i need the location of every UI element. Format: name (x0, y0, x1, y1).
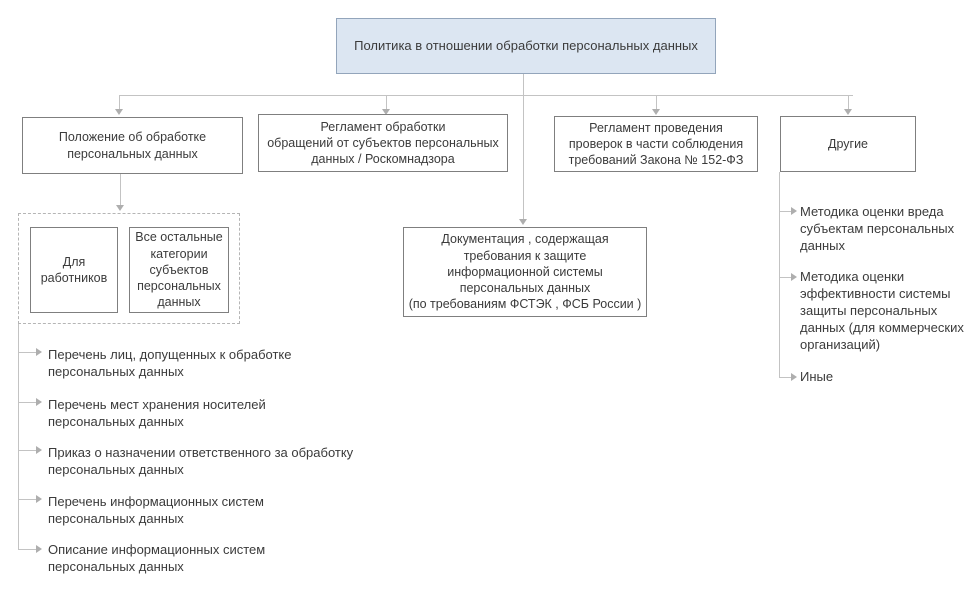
connector-right-branch-3 (779, 377, 793, 378)
connector-drop-1 (119, 95, 120, 109)
arrow-right-icon (791, 373, 797, 381)
connector-provision-to-categories (120, 174, 121, 206)
list-item: Приказ о назначении ответственного за об… (48, 445, 354, 477)
list-item: Перечень информационных систем персональ… (48, 494, 264, 526)
arrow-right-icon (36, 495, 42, 503)
arrow-right-icon (36, 348, 42, 356)
list-item: Перечень мест хранения носителей персона… (48, 397, 266, 429)
list-item: Методика оценки вреда субъектам персонал… (800, 204, 955, 253)
arrow-down-icon (844, 109, 852, 115)
connector-right-trunk (779, 172, 780, 377)
arrow-right-icon (791, 273, 797, 281)
connector-main-horizontal (119, 95, 853, 96)
node-requests-regulation: Регламент обработки обращений от субъект… (258, 114, 508, 172)
connector-left-branch-3 (18, 450, 38, 451)
node-others: Другие (780, 116, 916, 172)
connector-left-branch-4 (18, 499, 38, 500)
connector-left-trunk (18, 324, 19, 550)
arrow-down-icon (519, 219, 527, 225)
list-item: Описание информационных систем персональ… (48, 542, 266, 574)
list-item: Методика оценки эффективности системы за… (800, 269, 964, 352)
node-processing-provision: Положение об обработке персональных данн… (22, 117, 243, 174)
connector-drop-3 (656, 95, 657, 109)
arrow-down-icon (382, 109, 390, 115)
connector-drop-2 (386, 95, 387, 109)
node-for-employees: Для работников (30, 227, 118, 313)
arrow-down-icon (652, 109, 660, 115)
connector-drop-4 (848, 95, 849, 109)
connector-left-branch-1 (18, 352, 38, 353)
arrow-down-icon (115, 109, 123, 115)
arrow-right-icon (36, 398, 42, 406)
arrow-right-icon (36, 446, 42, 454)
list-item: Перечень лиц, допущенных к обработке пер… (48, 347, 292, 379)
arrow-right-icon (791, 207, 797, 215)
node-protection-documentation: Документация , содержащая требования к з… (403, 227, 647, 317)
group-subject-categories (18, 213, 240, 324)
arrow-down-icon (116, 205, 124, 211)
connector-left-branch-5 (18, 549, 38, 550)
list-item: Иные (800, 369, 834, 384)
node-inspections-regulation: Регламент проведения проверок в части со… (554, 116, 758, 172)
connector-right-branch-1 (779, 211, 793, 212)
node-other-subject-categories: Все остальные категории субъектов персон… (129, 227, 229, 313)
connector-left-branch-2 (18, 402, 38, 403)
node-policy: Политика в отношении обработки персональ… (336, 18, 716, 74)
connector-right-branch-2 (779, 277, 793, 278)
arrow-right-icon (36, 545, 42, 553)
connector-root-stem (523, 74, 524, 220)
